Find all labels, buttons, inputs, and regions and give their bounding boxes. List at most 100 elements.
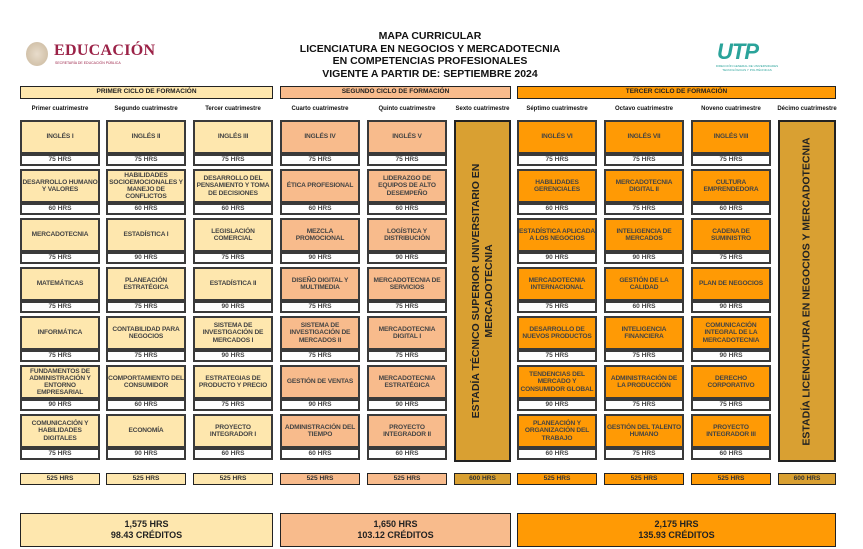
subject-box: INGLÉS I	[20, 120, 100, 154]
column-header: Noveno cuatrimestre	[701, 105, 761, 112]
subject-box: PLAN DE NEGOCIOS	[691, 267, 771, 301]
subject-hours: 75 HRS	[193, 154, 273, 166]
subject-box: CULTURA EMPRENDEDORA	[691, 169, 771, 203]
subject-hours: 75 HRS	[20, 350, 100, 362]
subject-box: PROYECTO INTEGRADOR II	[367, 414, 447, 448]
subject-hours: 75 HRS	[193, 399, 273, 411]
column-total-hours: 525 HRS	[367, 473, 447, 485]
subject-hours: 90 HRS	[106, 252, 186, 264]
summary-credits: 98.43 CRÉDITOS	[110, 530, 183, 540]
subject-box: COMPORTAMIENTO DEL CONSUMIDOR	[106, 365, 186, 399]
subject-hours: 60 HRS	[517, 448, 597, 460]
column-header: Séptimo cuatrimestre	[526, 105, 588, 112]
subject-box: ESTADÍSTICA I	[106, 218, 186, 252]
sep-logo-title: EDUCACIÓN	[54, 42, 156, 59]
subject-box: PLANEACIÓN Y ORGANIZACIÓN DEL TRABAJO	[517, 414, 597, 448]
column-total-hours: 525 HRS	[106, 473, 186, 485]
column-total-hours: 600 HRS	[454, 473, 511, 485]
subject-box: INGLÉS VII	[604, 120, 684, 154]
subject-hours: 60 HRS	[280, 203, 360, 215]
subject-hours: 60 HRS	[193, 203, 273, 215]
subject-hours: 75 HRS	[517, 350, 597, 362]
subject-hours: 75 HRS	[517, 154, 597, 166]
subject-box: LOGÍSTICA Y DISTRIBUCIÓN	[367, 218, 447, 252]
subject-box: DESARROLLO HUMANO Y VALORES	[20, 169, 100, 203]
subject-hours: 75 HRS	[280, 154, 360, 166]
column-header: Cuarto cuatrimestre	[291, 105, 349, 112]
title-line: VIGENTE A PARTIR DE: SEPTIEMBRE 2024	[322, 67, 538, 80]
subject-hours: 60 HRS	[691, 448, 771, 460]
subject-box: CONTABILIDAD PARA NEGOCIOS	[106, 316, 186, 350]
subject-box: ADMINISTRACIÓN DEL TIEMPO	[280, 414, 360, 448]
subject-hours: 75 HRS	[604, 448, 684, 460]
subject-box: ESTADÍSTICA II	[193, 267, 273, 301]
cycle-header: TERCER CICLO DE FORMACIÓN	[517, 86, 836, 99]
column-header: Segundo cuatrimestre	[114, 105, 178, 112]
subject-hours: 75 HRS	[604, 203, 684, 215]
subject-box: GESTIÓN DE VENTAS	[280, 365, 360, 399]
subject-box: GESTIÓN DE LA CALIDAD	[604, 267, 684, 301]
subject-hours: 90 HRS	[193, 350, 273, 362]
subject-box: ADMINISTRACIÓN DE LA PRODUCCIÓN	[604, 365, 684, 399]
subject-box: ESTRATEGIAS DE PRODUCTO Y PRECIO	[193, 365, 273, 399]
subject-box: MERCADOTECNIA DE SERVICIOS	[367, 267, 447, 301]
utp-logo-subtitle: DIRECCIÓN GENERAL DE UNIVERSIDADES TECNO…	[715, 64, 779, 72]
subject-box: LEGISLACIÓN COMERCIAL	[193, 218, 273, 252]
subject-box: INGLÉS IV	[280, 120, 360, 154]
subject-box: INGLÉS VI	[517, 120, 597, 154]
subject-box: DERECHO CORPORATIVO	[691, 365, 771, 399]
subject-box: HABILIDADES GERENCIALES	[517, 169, 597, 203]
subject-hours: 75 HRS	[604, 154, 684, 166]
estadia-label: ESTADÍA TÉCNICO SUPERIOR UNIVERSITARIO E…	[469, 163, 495, 419]
estadia-block: ESTADÍA TÉCNICO SUPERIOR UNIVERSITARIO E…	[454, 120, 511, 462]
seal-icon	[26, 42, 48, 66]
subject-box: TENDENCIAS DEL MERCADO Y CONSUMIDOR GLOB…	[517, 365, 597, 399]
summary-hours: 1,575 HRS	[124, 519, 169, 529]
column-total-hours: 600 HRS	[778, 473, 836, 485]
summary-hours: 1,650 HRS	[373, 519, 418, 529]
subject-box: SISTEMA DE INVESTIGACIÓN DE MERCADOS I	[193, 316, 273, 350]
column-total-hours: 525 HRS	[517, 473, 597, 485]
subject-box: MERCADOTECNIA DIGITAL I	[367, 316, 447, 350]
subject-hours: 75 HRS	[193, 252, 273, 264]
subject-hours: 60 HRS	[604, 301, 684, 313]
page-title: MAPA CURRICULAR LICENCIATURA EN NEGOCIOS…	[250, 30, 610, 80]
sep-logo-subtitle: SECRETARÍA DE EDUCACIÓN PÚBLICA	[55, 61, 121, 65]
column-total-hours: 525 HRS	[20, 473, 100, 485]
subject-box: PLANEACIÓN ESTRATÉGICA	[106, 267, 186, 301]
subject-box: COMUNICACIÓN Y HABILIDADES DIGITALES	[20, 414, 100, 448]
cycle-header: PRIMER CICLO DE FORMACIÓN	[20, 86, 273, 99]
column-total-hours: 525 HRS	[280, 473, 360, 485]
subject-hours: 90 HRS	[604, 252, 684, 264]
subject-box: INGLÉS III	[193, 120, 273, 154]
subject-box: FUNDAMENTOS DE ADMINISTRACIÓN Y ENTORNO …	[20, 365, 100, 399]
subject-hours: 90 HRS	[280, 252, 360, 264]
subject-hours: 75 HRS	[691, 399, 771, 411]
subject-hours: 75 HRS	[20, 252, 100, 264]
summary-hours: 2,175 HRS	[654, 519, 699, 529]
subject-box: INFORMÁTICA	[20, 316, 100, 350]
column-total-hours: 525 HRS	[604, 473, 684, 485]
subject-box: MERCADOTECNIA	[20, 218, 100, 252]
subject-box: MATEMÁTICAS	[20, 267, 100, 301]
subject-hours: 75 HRS	[106, 350, 186, 362]
subject-hours: 90 HRS	[517, 399, 597, 411]
subject-hours: 75 HRS	[280, 301, 360, 313]
subject-hours: 75 HRS	[604, 399, 684, 411]
cycle-header: SEGUNDO CICLO DE FORMACIÓN	[280, 86, 511, 99]
subject-hours: 60 HRS	[20, 203, 100, 215]
column-header: Quinto cuatrimestre	[378, 105, 436, 112]
subject-hours: 75 HRS	[20, 154, 100, 166]
subject-hours: 90 HRS	[691, 350, 771, 362]
subject-box: MERCADOTECNIA ESTRATÉGICA	[367, 365, 447, 399]
subject-box: INGLÉS VIII	[691, 120, 771, 154]
subject-hours: 60 HRS	[280, 448, 360, 460]
subject-hours: 90 HRS	[280, 399, 360, 411]
subject-hours: 75 HRS	[517, 301, 597, 313]
title-line: LICENCIATURA EN NEGOCIOS Y MERCADOTECNIA	[299, 42, 561, 55]
subject-hours: 75 HRS	[604, 350, 684, 362]
column-total-hours: 525 HRS	[193, 473, 273, 485]
